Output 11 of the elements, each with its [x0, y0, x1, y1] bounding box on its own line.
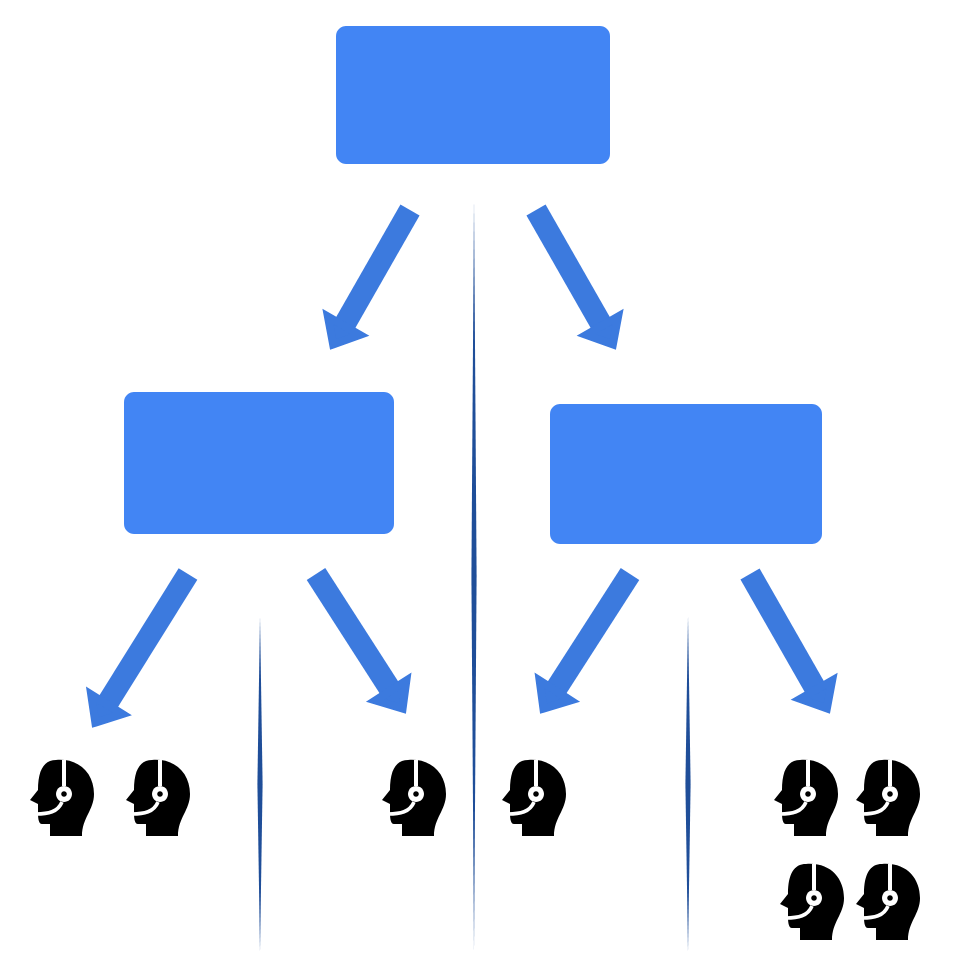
- headset-person-icon: [30, 759, 94, 836]
- headset-person-icon: [502, 759, 566, 836]
- process-box: [124, 392, 394, 534]
- headset-person-icon: [856, 759, 920, 836]
- headset-person-icon: [856, 863, 920, 940]
- headset-person-icon: [126, 759, 190, 836]
- headset-person-icon: [382, 759, 446, 836]
- process-box: [336, 26, 610, 164]
- headset-person-icon: [774, 759, 838, 836]
- process-box: [550, 404, 822, 544]
- headset-person-icon: [780, 863, 844, 940]
